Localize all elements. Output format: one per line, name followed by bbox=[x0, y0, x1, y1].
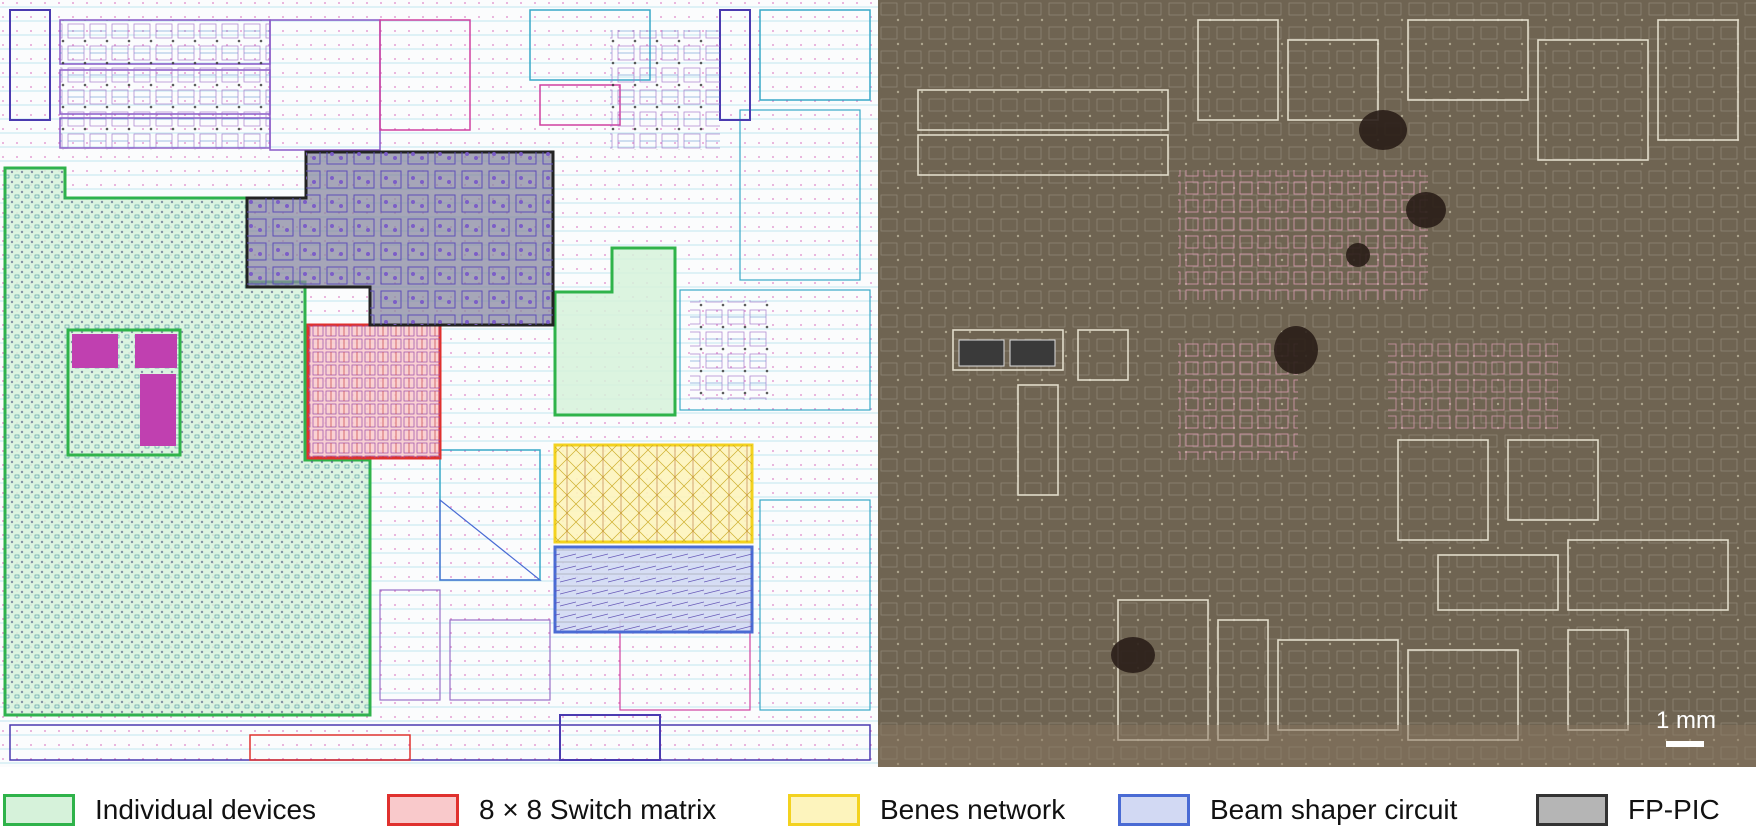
legend-swatch bbox=[1536, 794, 1608, 826]
legend-label: Benes network bbox=[880, 794, 1066, 825]
legend-item-switch-matrix: 8 × 8 Switch matrix bbox=[387, 792, 716, 828]
scale-bar-label: 1 mm bbox=[1656, 707, 1716, 734]
legend-label: Individual devices bbox=[95, 794, 317, 825]
legend-item-beam-shaper: Beam shaper circuit bbox=[1118, 792, 1457, 828]
magenta-pads bbox=[66, 328, 182, 457]
legend-swatch bbox=[1118, 794, 1190, 826]
micrograph-panel: 1 mm bbox=[878, 0, 1756, 767]
legend-swatch bbox=[788, 794, 860, 826]
legend-item-benes-network: Benes network bbox=[788, 792, 1065, 828]
legend-item-individual-devices: Individual devices bbox=[3, 792, 316, 828]
misc-circuitry bbox=[9, 289, 871, 761]
legend-swatch bbox=[387, 794, 459, 826]
legend-label: FP-PIC bbox=[1628, 794, 1720, 825]
legend-swatch bbox=[3, 794, 75, 826]
top-circuit-blocks bbox=[9, 9, 871, 281]
scale-bar bbox=[1666, 741, 1704, 747]
legend-item-fp-pic: FP-PIC bbox=[1536, 792, 1720, 828]
legend-label: Beam shaper circuit bbox=[1210, 794, 1458, 825]
micrograph-image bbox=[878, 0, 1756, 767]
defect-spots bbox=[1111, 110, 1446, 673]
layout-drawing bbox=[0, 0, 878, 767]
layout-panel bbox=[0, 0, 878, 767]
individual-devices-region-right bbox=[553, 246, 677, 417]
legend-label: 8 × 8 Switch matrix bbox=[479, 794, 717, 825]
